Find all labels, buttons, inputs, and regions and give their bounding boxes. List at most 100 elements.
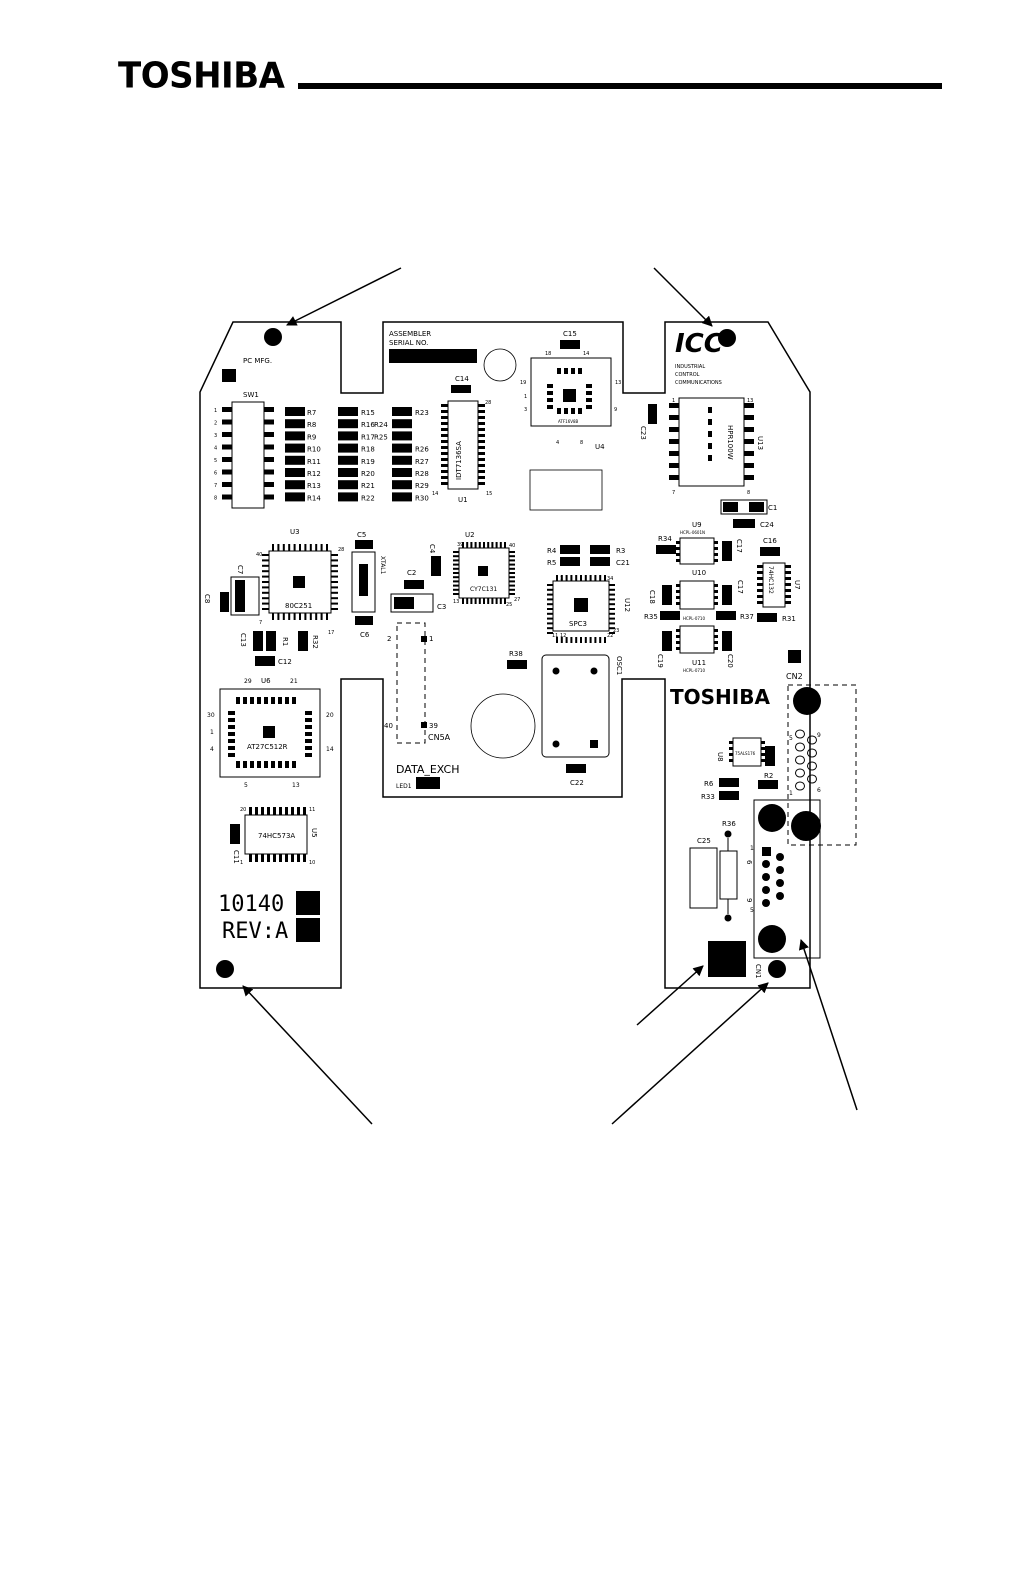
u12-pin xyxy=(609,617,615,620)
toshiba-logo: TOSHIBA xyxy=(118,55,285,97)
u3-pin xyxy=(262,608,269,610)
u13-pin xyxy=(744,439,754,444)
u2-pin xyxy=(495,598,498,604)
sw1-pin-number: 2 xyxy=(214,421,217,427)
u2-pin xyxy=(453,559,459,562)
resistor-part xyxy=(392,455,412,465)
u3-pin xyxy=(293,544,296,551)
resistor-part xyxy=(285,419,305,429)
resistor-label: R18 xyxy=(361,446,375,454)
u3-pin xyxy=(262,591,269,594)
u1-chip-label: IDT7136SA xyxy=(455,441,463,480)
u4-pin xyxy=(547,391,553,395)
u12-pin xyxy=(594,637,597,643)
cn1-pin xyxy=(776,866,784,874)
u3-pin xyxy=(315,613,318,620)
hcpl2-label: HCPL-0710 xyxy=(683,616,705,621)
u3-pin xyxy=(262,554,269,556)
u1-pin xyxy=(478,440,485,443)
u12-pin xyxy=(604,575,606,581)
u2-pin13: 13 xyxy=(453,599,459,605)
r3-label: R3 xyxy=(616,547,625,555)
u2-pin xyxy=(509,559,515,562)
led1-part xyxy=(416,777,440,789)
callout-arrow-bottom-right xyxy=(611,982,769,1125)
c14-label: C14 xyxy=(455,375,469,383)
r4-part xyxy=(560,545,580,554)
resistor-label: R17 xyxy=(361,433,375,441)
u6-pins xyxy=(228,697,312,768)
u5-pin11: 11 xyxy=(309,807,315,813)
u12-pin xyxy=(556,637,558,643)
hcpl1-label: HCPL-0601N xyxy=(680,530,705,535)
c18-label: C18 xyxy=(648,590,656,604)
u3-pin xyxy=(272,544,274,551)
u5-pin xyxy=(255,807,258,815)
u4-body xyxy=(530,357,612,427)
icc-logo: ICC xyxy=(675,329,723,359)
u12-pin22: 22 xyxy=(607,633,613,639)
u6-pad xyxy=(263,726,275,738)
resistor-label: R25 xyxy=(374,433,388,441)
u13-pin xyxy=(669,415,679,420)
u5-pin20: 20 xyxy=(240,807,246,813)
u3-pin xyxy=(262,586,269,589)
u4-pin xyxy=(557,408,561,414)
u4-pin18: 18 xyxy=(545,351,551,357)
c11-part xyxy=(230,824,240,844)
board-rev: REV:A xyxy=(222,919,288,944)
resistor-label: R11 xyxy=(307,458,321,466)
u3-pin xyxy=(293,613,296,620)
u12-pin xyxy=(580,637,582,643)
u1-pin xyxy=(478,458,485,461)
resistor-part xyxy=(285,455,305,465)
u6-pin5: 5 xyxy=(244,782,248,789)
u1-pin xyxy=(478,416,485,419)
u1-pin xyxy=(441,410,448,413)
u6-pin4: 4 xyxy=(210,746,214,753)
u3-pin xyxy=(320,613,323,620)
opto-pin xyxy=(714,596,718,599)
cn1-pin xyxy=(776,853,784,861)
u5-pin xyxy=(279,807,282,815)
resistor-part xyxy=(392,431,412,441)
cn5a-pin2: 2 xyxy=(387,635,391,643)
r31-part xyxy=(757,613,777,622)
u13-pin xyxy=(744,403,754,408)
serial-label: SERIAL NO. xyxy=(389,339,428,347)
u5-pin xyxy=(273,807,276,815)
resistor-part xyxy=(285,468,305,477)
resistor-part xyxy=(338,431,358,441)
u3-pin xyxy=(262,597,269,600)
u4-pin4: 4 xyxy=(556,440,559,446)
u4-pin xyxy=(547,405,553,409)
u1-pin xyxy=(441,476,448,479)
u4-pins xyxy=(547,368,592,414)
u2-pin xyxy=(509,567,515,570)
u13-pin xyxy=(744,463,754,468)
u3-pin xyxy=(331,581,338,583)
cn2-pin5: 5 xyxy=(789,735,793,742)
cn1-outline xyxy=(753,799,821,959)
r2-label: R2 xyxy=(764,772,773,780)
opto-pin xyxy=(676,596,680,599)
u2-pin xyxy=(453,572,459,574)
u12-pin xyxy=(609,612,615,615)
c8-part xyxy=(220,592,229,612)
cn2-pin6: 6 xyxy=(817,787,821,794)
board-brand: TOSHIBA xyxy=(670,685,770,709)
opto-pin xyxy=(714,547,718,550)
sw1-pin-number: 3 xyxy=(214,433,217,439)
opto-pin xyxy=(714,584,718,587)
u8-chip-label: 75ALS176 xyxy=(735,751,756,756)
u12-pin xyxy=(570,575,573,581)
u12-pin xyxy=(547,588,553,591)
c14-part xyxy=(451,385,471,393)
u1-pin15: 15 xyxy=(486,491,492,497)
c11-label: C11 xyxy=(232,850,240,864)
sw1-label: SW1 xyxy=(243,391,259,399)
u5-pin xyxy=(261,854,264,862)
u2-pin xyxy=(470,542,473,548)
resistor-label: R28 xyxy=(415,470,429,478)
